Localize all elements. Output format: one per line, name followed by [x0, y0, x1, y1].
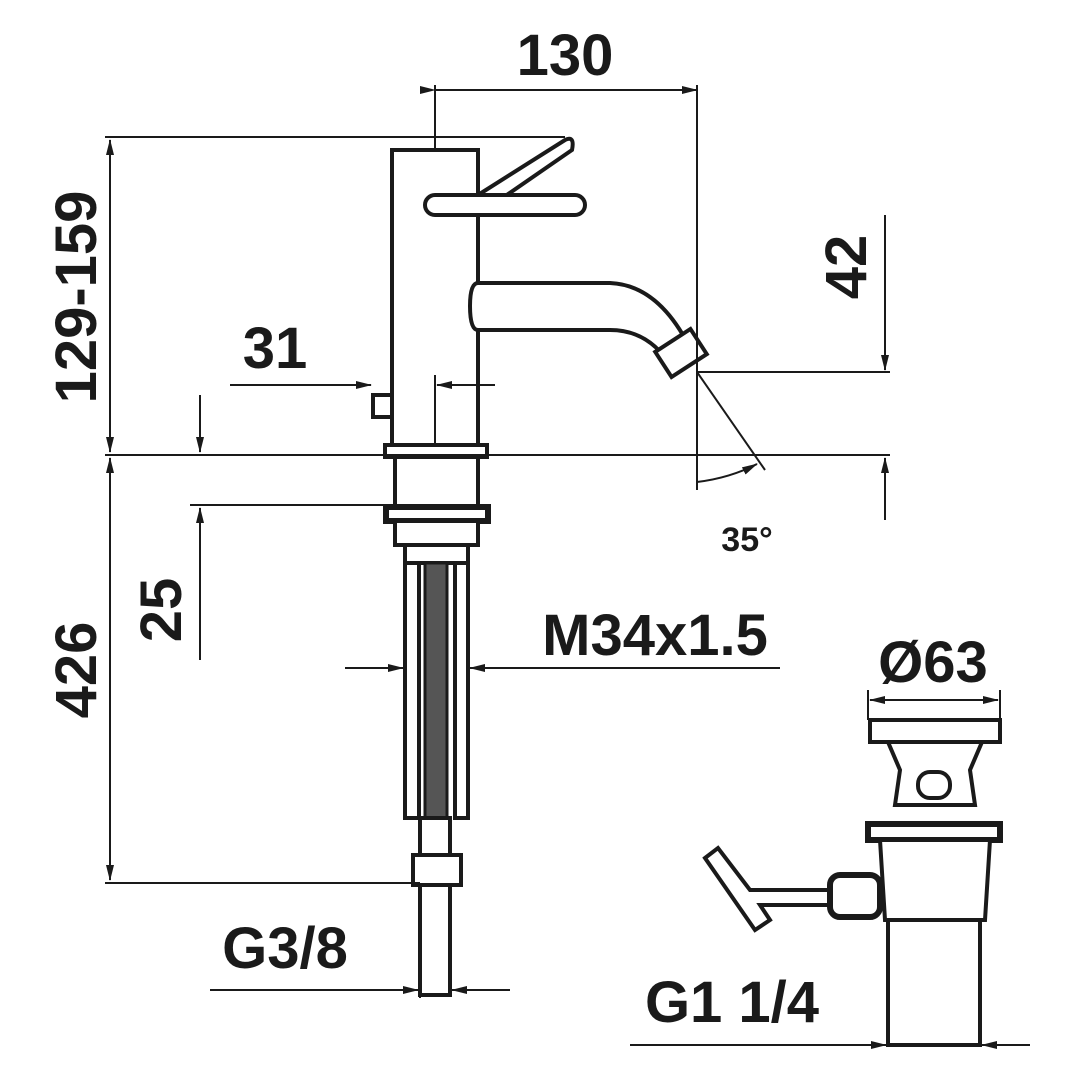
dim-hose-length: 426	[44, 622, 109, 719]
spout-nozzle	[652, 326, 710, 380]
hose-pipe	[418, 883, 452, 997]
spout	[467, 281, 695, 372]
pop-up-rod	[371, 393, 394, 419]
dim-waste-thread: G1 1/4	[645, 970, 819, 1035]
hose-nut	[411, 853, 463, 887]
braided-hose	[423, 561, 449, 855]
dim-thread-length: 25	[129, 578, 194, 643]
dim-waste-diameter: Ø63	[878, 630, 988, 695]
hose-right	[453, 561, 470, 820]
waste-valve	[702, 718, 1003, 1047]
dim-hose-connection: G3/8	[222, 916, 348, 981]
lever	[423, 193, 587, 217]
nut	[383, 504, 491, 524]
faucet	[371, 136, 710, 997]
dim-spout-angle: 35°	[721, 521, 772, 559]
dim-height-range: 129-159	[44, 191, 109, 404]
dimension-lines	[105, 85, 1030, 1049]
hose-left	[403, 561, 421, 820]
dim-lever-offset: 31	[243, 316, 308, 381]
thread	[393, 519, 480, 547]
pop-up-linkage	[702, 845, 832, 933]
dim-outlet-height: 42	[814, 235, 879, 300]
lever-raised	[476, 136, 575, 212]
dim-spout-reach: 130	[517, 23, 614, 88]
dim-shank-thread: M34x1.5	[542, 603, 768, 668]
shank	[393, 455, 480, 509]
